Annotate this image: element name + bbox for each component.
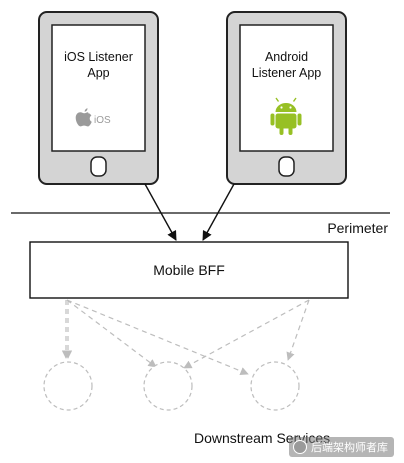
- apple-logo-icon: [75, 108, 92, 127]
- bff-to-service-3-arrow-a: [66, 299, 249, 376]
- perimeter-label: Perimeter: [327, 220, 388, 236]
- ios-home-button: [90, 156, 107, 177]
- watermark: 后端架构师者库: [289, 437, 394, 457]
- downstream-services: [43, 361, 300, 411]
- bff-to-service-3-arrow-b: [286, 299, 310, 361]
- downstream-service-2: [143, 361, 193, 411]
- ios-phone: iOS Listener App iOS: [38, 11, 159, 185]
- ios-app-title-line1: iOS Listener: [64, 50, 133, 64]
- android-home-button: [278, 156, 295, 177]
- downstream-arrows: [61, 299, 310, 376]
- bff-to-service-2-arrow-b: [183, 299, 310, 369]
- android-to-bff-arrow: [202, 183, 235, 241]
- bff-to-service-2-arrow-a: [66, 299, 157, 368]
- ios-phone-screen: [51, 24, 146, 152]
- android-phone-screen: [239, 24, 334, 152]
- downstream-service-3: [250, 361, 300, 411]
- watermark-logo-icon: [293, 440, 307, 454]
- ios-app-title-line2: App: [87, 66, 109, 80]
- android-robot-icon: [270, 97, 302, 135]
- android-app-title-line2: Listener App: [252, 66, 322, 80]
- ios-logo-text: iOS: [94, 115, 111, 126]
- downstream-service-1: [43, 361, 93, 411]
- ios-to-bff-arrow: [144, 183, 177, 241]
- mobile-bff-box: [29, 241, 349, 299]
- android-app-title-line1: Android: [265, 50, 308, 64]
- watermark-text: 后端架构师者库: [311, 441, 388, 454]
- mobile-bff-label: Mobile BFF: [153, 262, 225, 278]
- android-phone: Android Listener App: [226, 11, 347, 185]
